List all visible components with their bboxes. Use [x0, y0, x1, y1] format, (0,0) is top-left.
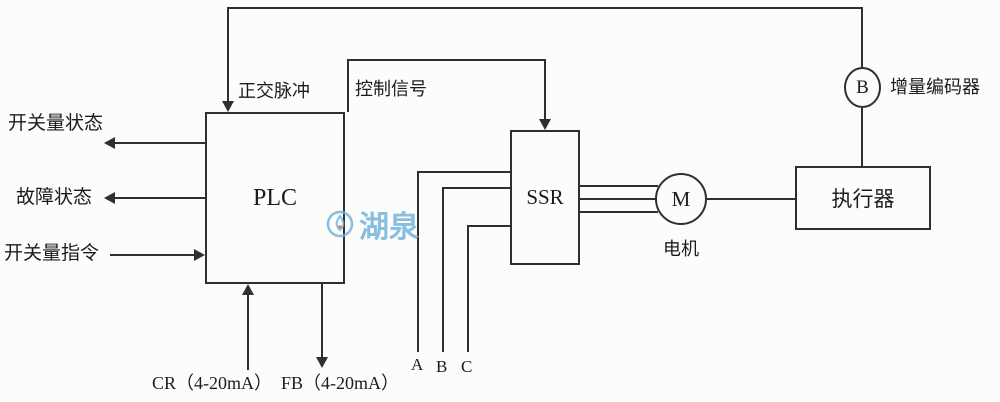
wire-phase-a-horizontal — [417, 171, 511, 173]
actuator-block: 执行器 — [795, 166, 931, 230]
wire-switch-command — [110, 254, 196, 256]
wire-ssr-motor-3 — [580, 211, 658, 213]
arrowhead-switch-status — [104, 137, 115, 149]
quadrature-pulse-label: 正交脉冲 — [238, 81, 310, 101]
control-signal-label: 控制信号 — [355, 79, 427, 99]
wire-fb-output — [321, 284, 323, 359]
wire-ssr-motor-1 — [580, 185, 658, 187]
arrowhead-fault-status — [104, 192, 115, 204]
wire-cr-input — [247, 293, 249, 370]
arrowhead-fb-output — [316, 357, 328, 368]
motor-symbol: M — [671, 186, 691, 211]
phase-b-label: B — [436, 357, 448, 376]
wire-phase-c-vertical — [467, 225, 469, 352]
phase-c-label: C — [461, 357, 473, 376]
fault-status-label: 故障状态 — [16, 187, 93, 208]
wire-encoder-to-top — [861, 7, 863, 67]
actuator-label: 执行器 — [831, 187, 895, 211]
motor-label: 电机 — [663, 239, 699, 259]
encoder-label: 增量编码器 — [890, 77, 980, 97]
wire-encoder-feedback-top — [227, 7, 863, 9]
wire-phase-b-horizontal — [442, 187, 511, 189]
wire-control-across — [347, 59, 546, 61]
phase-a-label: A — [411, 355, 424, 374]
wire-fault-status — [114, 197, 205, 199]
motor-circle: M — [655, 173, 707, 225]
arrowhead-cr-input — [242, 284, 254, 295]
ssr-label: SSR — [526, 185, 564, 209]
switch-status-label: 开关量状态 — [8, 113, 104, 134]
arrowhead-switch-command — [194, 249, 205, 261]
wire-actuator-encoder — [861, 108, 863, 166]
wire-control-up — [347, 59, 349, 112]
switch-command-label: 开关量指令 — [4, 243, 100, 264]
wire-switch-status — [114, 142, 205, 144]
plc-block: PLC — [205, 112, 345, 284]
cr-input-label: CR（4-20mA） — [152, 373, 273, 393]
fb-output-label: FB（4-20mA） — [281, 373, 400, 393]
wire-phase-c-horizontal — [467, 225, 511, 227]
encoder-circle: B — [844, 67, 881, 108]
watermark-text: 湖泉 — [359, 211, 419, 244]
wire-motor-actuator — [707, 198, 795, 200]
arrowhead-into-plc-top — [222, 101, 234, 112]
plc-label: PLC — [252, 184, 297, 211]
wire-top-to-plc — [227, 7, 229, 103]
wire-control-down — [544, 59, 546, 120]
encoder-symbol: B — [856, 76, 869, 98]
arrowhead-into-ssr-top — [539, 119, 551, 130]
wire-ssr-motor-2 — [580, 198, 657, 200]
ssr-block: SSR — [510, 130, 580, 265]
wire-phase-a-vertical — [417, 171, 419, 352]
wire-phase-b-vertical — [442, 187, 444, 352]
